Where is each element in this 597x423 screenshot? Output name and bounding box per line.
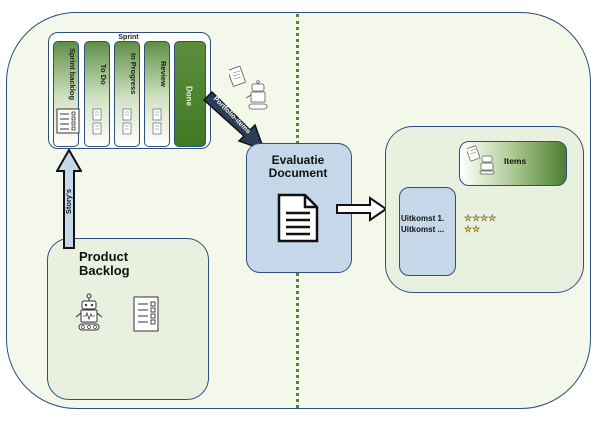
checklist-icon: [133, 296, 159, 332]
robot-with-clipboard-icon: [467, 145, 495, 175]
star-rating-row-2: ★★: [464, 224, 481, 234]
checklist-icon: [56, 108, 80, 134]
document-icon: [277, 193, 319, 243]
robot-icon: [75, 293, 103, 331]
product-backlog-panel: [47, 238, 209, 400]
sprint-title: Sprint: [118, 34, 139, 41]
portfolio-items-arrow: [202, 90, 266, 152]
column-to-do: [84, 41, 110, 147]
clipboard-icon: [122, 108, 132, 135]
items-label: Items: [504, 156, 527, 166]
column-done: [174, 41, 206, 147]
storys-arrow: [56, 149, 82, 249]
star-rating-row-1: ★★★★: [464, 213, 497, 223]
column-label-done: Done: [184, 86, 194, 106]
robot-with-clipboard-icon: [229, 65, 268, 110]
column-label-review: Review: [159, 61, 168, 87]
column-label-sprint-backlog: Sprint backlog: [68, 47, 77, 101]
clipboard-icon: [152, 108, 162, 135]
outcome-text: Uitkomst 1. Uitkomst ...: [401, 214, 445, 234]
column-label-to-do: To Do: [99, 63, 108, 85]
evaluation-document-title: Evaluatie Document: [268, 153, 328, 180]
arrow-right: [336, 196, 388, 222]
storys-label: Story's: [64, 188, 74, 214]
product-backlog-title: Product Backlog: [79, 249, 130, 278]
outcome-box: [399, 187, 456, 276]
clipboard-icon: [92, 108, 102, 135]
column-label-in-progress: In Progress: [129, 53, 138, 95]
